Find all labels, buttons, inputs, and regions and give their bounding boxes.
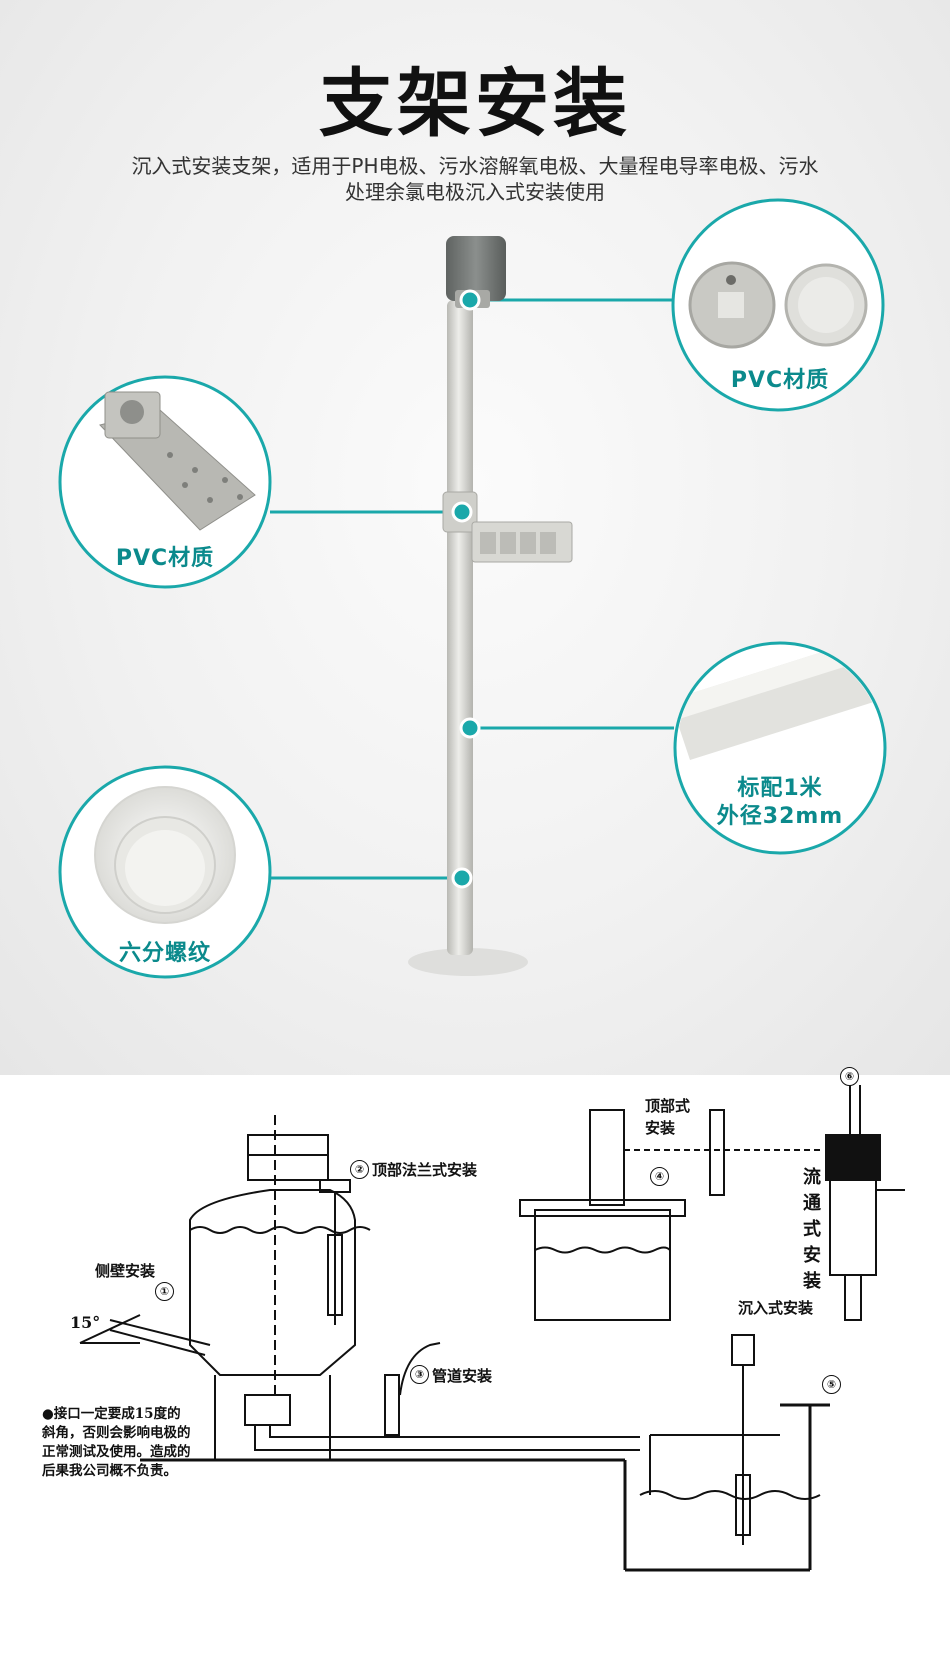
installation-note: ●接口一定要成15度的斜角，否则会影响电极的正常测试及使用。造成的后果我公司概不…	[42, 1406, 191, 1479]
product-panel: 支架安装 沉入式安装支架，适用于PH电极、污水溶解氧电极、大量程电导率电极、污水…	[0, 0, 950, 1075]
subtitle-line-1: 沉入式安装支架，适用于PH电极、污水溶解氧电极、大量程电导率电极、污水	[131, 154, 819, 178]
installation-diagram-panel: 侧壁安装 ① 15° ② 顶部法兰式安装 ③ 管道安装 ④ 顶部式安装 ⑥ 流通…	[0, 1067, 950, 1670]
label-thread: 六分螺纹	[118, 941, 211, 966]
immersion-setup	[639, 1334, 821, 1545]
bracket-illustration	[58, 198, 887, 979]
side-wall-probe	[79, 1314, 211, 1356]
label-immersion: 沉入式安装	[738, 1299, 814, 1317]
top-mount-vessel	[519, 1109, 820, 1321]
flange-probe	[319, 1179, 351, 1325]
label-pipe-diameter: 外径32mm	[716, 804, 844, 829]
tank	[189, 1115, 371, 1460]
badge-1: ①	[155, 1282, 174, 1301]
installation-diagram	[79, 1085, 905, 1572]
badge-3: ③	[410, 1365, 429, 1384]
badge-4: ④	[650, 1167, 669, 1186]
callout-connector-lines	[270, 298, 674, 880]
label-pipe-length: 标配1米	[737, 776, 823, 801]
callout-circle-caps	[671, 198, 885, 412]
ground-hatch	[140, 1403, 830, 1572]
subtitle-line-2: 处理余氯电极沉入式安装使用	[345, 180, 605, 204]
pipe-run	[254, 1342, 640, 1451]
label-pipe: 管道安装	[432, 1367, 493, 1385]
label-caps-material: PVC材质	[730, 368, 830, 393]
label-side-wall: 侧壁安装	[95, 1262, 156, 1280]
label-plate-material: PVC材质	[115, 546, 215, 571]
bracket-pipe	[408, 236, 573, 976]
callout-circle-thread	[58, 765, 272, 979]
callout-circle-plate	[58, 375, 272, 589]
callout-circle-pipe	[673, 641, 887, 855]
callout-dots	[451, 289, 481, 889]
label-top-mount: 顶部式安装	[645, 1097, 691, 1137]
page-title: 支架安装	[319, 61, 631, 147]
badge-6: ⑥	[840, 1067, 859, 1086]
badge-5: ⑤	[822, 1375, 841, 1394]
label-flow-through: 流通式安装	[803, 1167, 821, 1292]
label-top-flange: 顶部法兰式安装	[372, 1161, 478, 1179]
badge-2: ②	[350, 1160, 369, 1179]
label-angle: 15°	[70, 1313, 101, 1332]
flow-through-cell	[825, 1085, 905, 1321]
